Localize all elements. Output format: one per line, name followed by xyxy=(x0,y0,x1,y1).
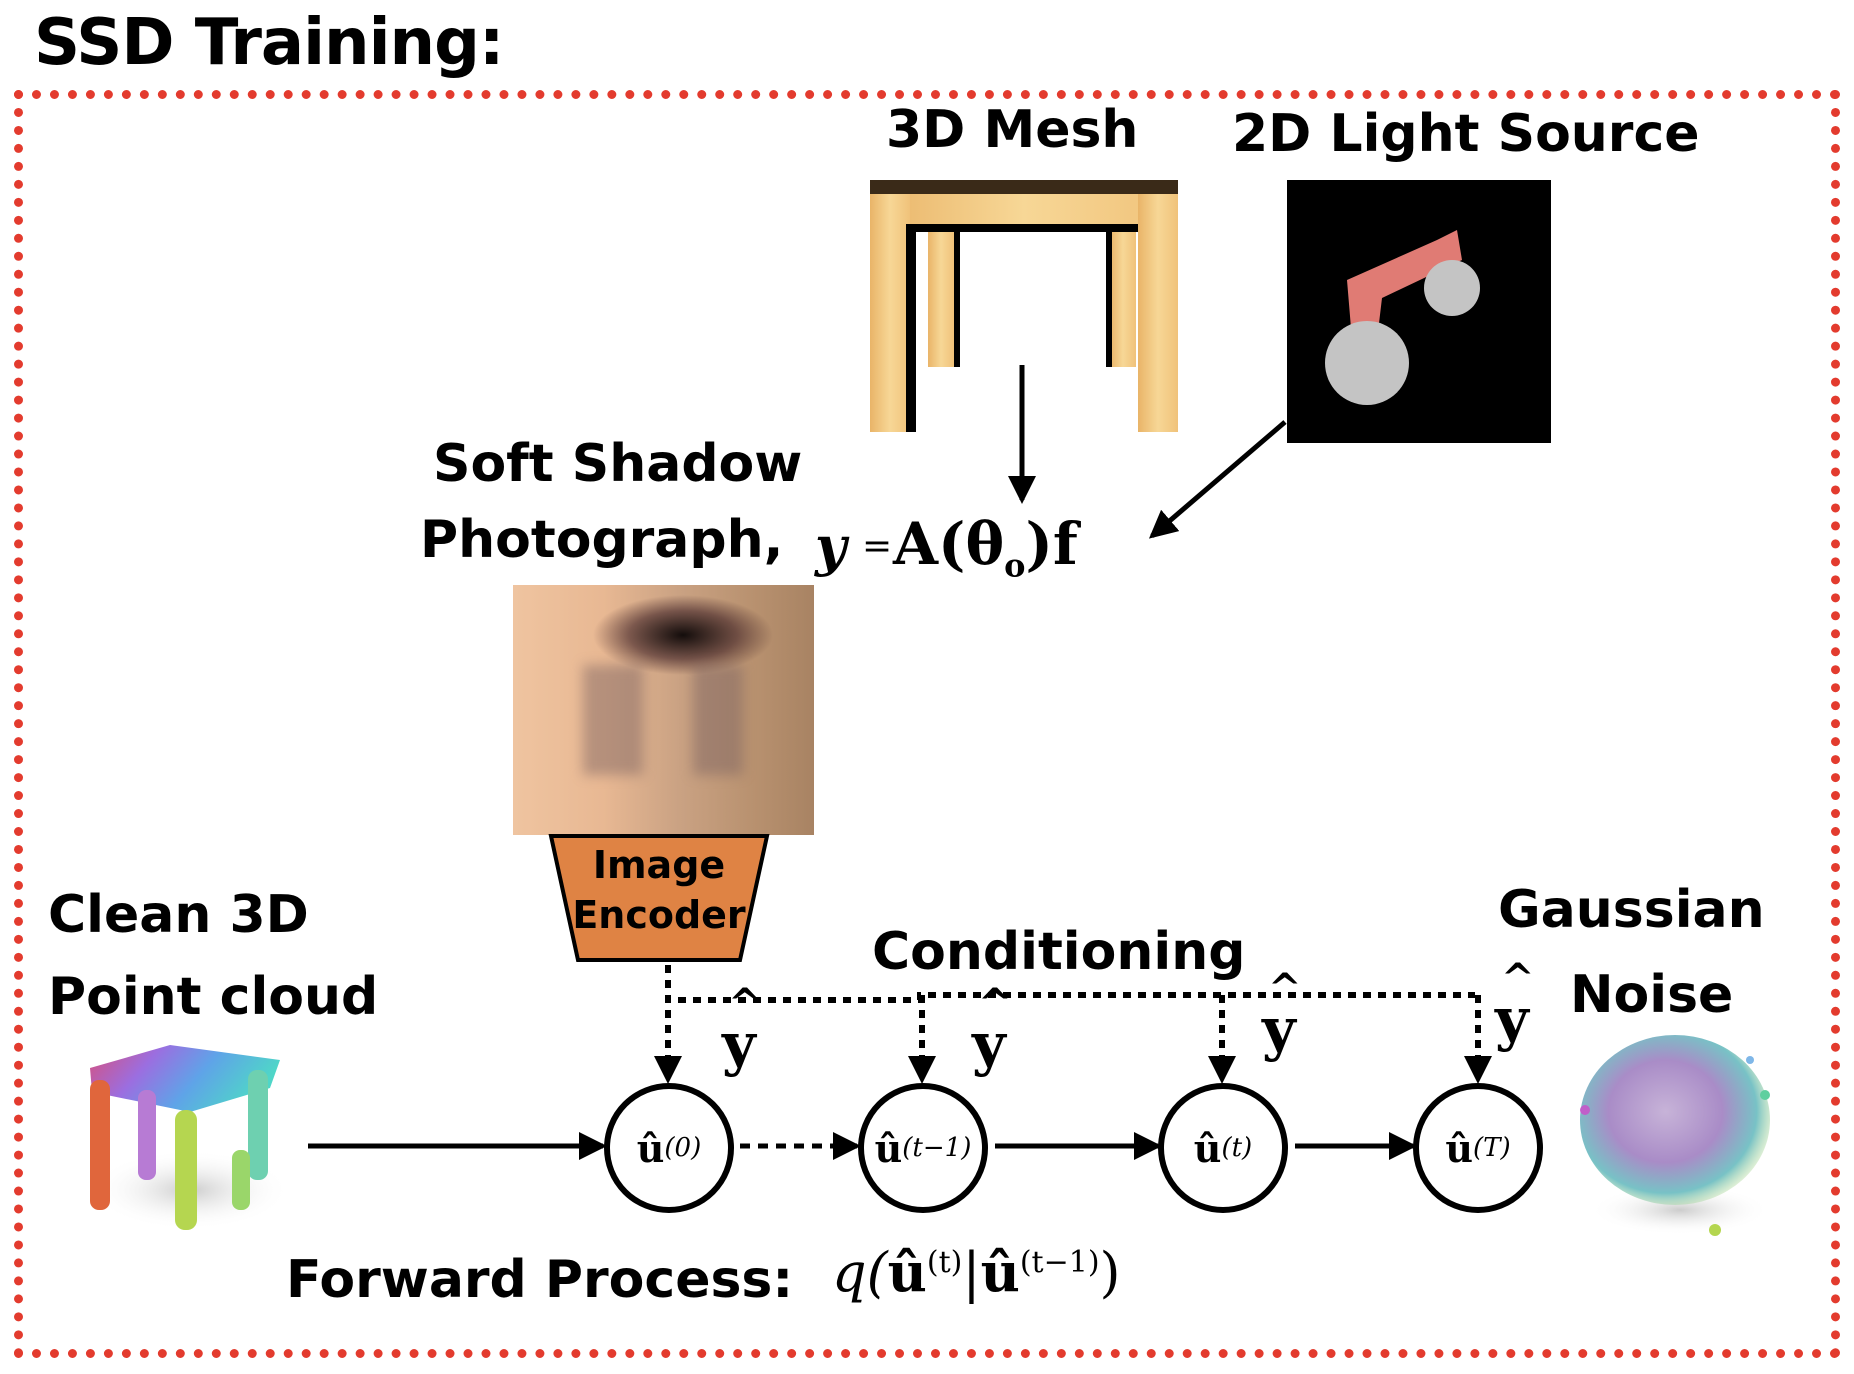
light-ball xyxy=(1424,260,1480,316)
diffusion-node-T: û(T) xyxy=(1413,1083,1543,1213)
shadow-label-line2: Photograph, xyxy=(420,510,784,570)
yhat-label: ^y xyxy=(972,980,1012,1078)
clean-point-cloud-label-line1: Clean 3D xyxy=(48,885,309,945)
forward-process-equation: q(û(t)|û(t−1)) xyxy=(832,1240,1121,1304)
gaussian-noise-label-line2: Noise xyxy=(1570,965,1734,1025)
conditioning-bus xyxy=(665,965,1475,1003)
diffusion-node-0: û(0) xyxy=(604,1083,734,1213)
yhat-label: ^y xyxy=(722,980,762,1078)
table-leg xyxy=(870,194,910,432)
table-leg xyxy=(1138,194,1178,432)
gaussian-noise-label-line1: Gaussian xyxy=(1498,880,1765,940)
gaussian-noise-image xyxy=(1580,1035,1770,1236)
mesh-label: 3D Mesh xyxy=(886,100,1139,160)
yhat-label: ^y xyxy=(1495,955,1535,1053)
soft-shadow-photograph xyxy=(513,585,814,835)
forward-process-label: Forward Process: xyxy=(286,1250,794,1310)
light-bar xyxy=(1347,230,1462,340)
table-top xyxy=(870,180,1178,196)
light-ball xyxy=(1325,321,1409,405)
clean-point-cloud-label-line2: Point cloud xyxy=(48,967,379,1027)
light-source-label: 2D Light Source xyxy=(1232,104,1700,164)
shadow-label-line1: Soft Shadow xyxy=(433,434,803,494)
page-title: SSD Training: xyxy=(34,6,504,80)
mesh-table-image xyxy=(870,180,1178,432)
equation-equals: = xyxy=(862,526,893,567)
equation-y: y xyxy=(815,514,847,578)
clean-point-cloud-image xyxy=(90,1045,290,1230)
diffusion-node-t-minus-1: û(t−1) xyxy=(858,1083,988,1213)
diffusion-node-t: û(t) xyxy=(1158,1083,1288,1213)
light-arrow xyxy=(1148,420,1287,539)
training-frame xyxy=(14,90,1840,1358)
equation-rhs: A(θo)f xyxy=(893,510,1078,585)
light-source-image xyxy=(1287,180,1551,443)
conditioning-label: Conditioning xyxy=(872,922,1246,982)
image-encoder-block xyxy=(548,834,770,962)
yhat-label: ^y xyxy=(1262,965,1302,1063)
